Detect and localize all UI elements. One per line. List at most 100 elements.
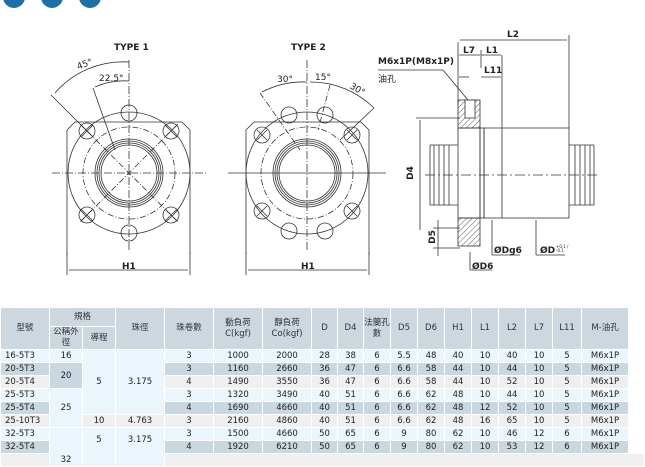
- cell-l7: 10: [526, 415, 553, 427]
- dim-d-tolerance: +0.1 / -0.1: [556, 244, 569, 253]
- cell-d6: 58: [418, 376, 445, 388]
- cell-lead: 5: [83, 350, 116, 414]
- cell-d6: 62: [418, 389, 445, 401]
- side-section-view: [378, 35, 600, 271]
- cell-h1: 48: [445, 389, 472, 401]
- type2-flange-view: [228, 60, 386, 275]
- table-row-clipped: [1, 454, 644, 466]
- cell-oil: M6x1P: [582, 376, 629, 388]
- cell-ball-dia: 4.763: [116, 415, 165, 427]
- cell-turns: 3: [165, 350, 214, 362]
- cell-d5: 9: [391, 428, 418, 440]
- cell-l7: 10: [526, 402, 553, 414]
- cell-d4: 47: [338, 376, 364, 388]
- cell-l7: 10: [526, 350, 553, 362]
- cell-h1: 62: [445, 428, 472, 440]
- cell-l7: 12: [526, 441, 553, 453]
- type2-title: TYPE 2: [291, 43, 326, 53]
- cell-l1: 10: [472, 376, 499, 388]
- dim-d6: ØD6: [472, 262, 494, 272]
- type1-flange-view: [50, 60, 206, 275]
- table-row: 25-5T4 4 1690 4660 40 51 6 6.6 62 48 12 …: [1, 402, 644, 414]
- oil-hole-label: 油孔: [378, 75, 397, 85]
- cell-oil: M6x1P: [582, 428, 629, 440]
- cell-model: 25-5T4: [1, 402, 49, 414]
- cell-l1: 10: [472, 428, 499, 440]
- dim-dg6: ØDg6: [494, 246, 522, 256]
- cell-model: 16-5T3: [1, 350, 49, 362]
- cell-turns: 4: [165, 441, 214, 453]
- cell-d5: 6.6: [391, 376, 418, 388]
- cell-l7: 12: [526, 428, 553, 440]
- cell-l1: 10: [472, 350, 499, 362]
- cell-l2: 53: [499, 441, 526, 453]
- cell-model: [1, 454, 49, 466]
- cell-model: 20-5T3: [1, 363, 49, 375]
- cell-d: 36: [312, 376, 338, 388]
- cell-oil: M6x1P: [582, 415, 629, 427]
- type1-title: TYPE 1: [114, 43, 149, 53]
- table-row: 20-5T4 4 1490 3550 36 47 6 6.6 58 44 10 …: [1, 376, 644, 388]
- table-row: 25-10T3 10 4.763 3 2160 4860 40 51 6 6.6…: [1, 415, 644, 427]
- cell-nominal-dia: 32: [50, 428, 82, 466]
- col-spec: 規格: [50, 308, 116, 326]
- cell-dyn-load: 1490: [214, 376, 263, 388]
- cell-turns: 3: [165, 415, 214, 427]
- col-d: D: [312, 308, 338, 349]
- cell-d4: 51: [338, 415, 364, 427]
- cell-holes: 6: [364, 363, 391, 375]
- cell-d5: 6.6: [391, 402, 418, 414]
- type1-h1-label: H1: [122, 262, 136, 272]
- cell-model: 25-5T3: [1, 389, 49, 401]
- cell-l11: 5: [553, 415, 582, 427]
- cell-static-load: 2660: [263, 363, 312, 375]
- cell-turns: 4: [165, 402, 214, 414]
- cell-d6: 80: [418, 441, 445, 453]
- cell-d6: 80: [418, 428, 445, 440]
- cell-d4: 38: [338, 350, 364, 362]
- cell-d6: 62: [418, 415, 445, 427]
- type2-h1-label: H1: [301, 262, 315, 272]
- cell-turns: 4: [165, 376, 214, 388]
- table-row: 25-5T3 25 3 1320 3490 40 51 6 6.6 62 48 …: [1, 389, 644, 427]
- brand-circle-icon: [41, 0, 63, 8]
- dim-d: ØD: [540, 246, 556, 256]
- cell-d5: 5.5: [391, 350, 418, 362]
- cell-oil: M6x1P: [582, 389, 629, 401]
- cell-holes: 6: [364, 350, 391, 362]
- cell-model: 20-5T4: [1, 376, 49, 388]
- table-row: 32-5T3 32 5 3.175 3 1500 4660 50 65 6 9 …: [1, 428, 644, 466]
- type2-angle-15: 15°: [315, 73, 331, 83]
- cell-d: 28: [312, 350, 338, 362]
- cell-dyn-load: 1000: [214, 350, 263, 362]
- cell-h1: 44: [445, 363, 472, 375]
- table-row: 32-5T4 4 1920 6210 50 65 6 9 80 62 10 53…: [1, 441, 644, 453]
- cell-turns: 3: [165, 428, 214, 440]
- cell-nominal-dia: 25: [50, 389, 82, 427]
- cell-l7: 10: [526, 363, 553, 375]
- col-d6: D6: [418, 308, 445, 349]
- col-l2: L2: [499, 308, 526, 349]
- col-l11: L11: [553, 308, 582, 349]
- cell-d5: 6.6: [391, 389, 418, 401]
- col-dyn-load: 動負荷 C(kgf): [214, 308, 263, 349]
- cell-l1: 10: [472, 389, 499, 401]
- cell-d6: 58: [418, 363, 445, 375]
- col-ball-dia: 珠徑: [116, 308, 165, 349]
- cell-d: 50: [312, 441, 338, 453]
- cell-d: 36: [312, 363, 338, 375]
- cell-holes: 6: [364, 415, 391, 427]
- cell-l11: 6: [553, 441, 582, 453]
- type1-angle-22-5: 22.5°: [99, 74, 124, 84]
- dim-d4: D4: [405, 166, 416, 180]
- col-oil: M-油孔: [582, 308, 629, 349]
- cell-h1: 62: [445, 441, 472, 453]
- cell-dyn-load: 1500: [214, 428, 263, 440]
- cell-h1: 48: [445, 415, 472, 427]
- cell-oil: M6x1P: [582, 402, 629, 414]
- cell-d4: 51: [338, 389, 364, 401]
- col-d4: D4: [338, 308, 364, 349]
- cell-dyn-load: 1690: [214, 402, 263, 414]
- cell-oil: M6x1P: [582, 363, 629, 375]
- cell-static-load: 4660: [263, 428, 312, 440]
